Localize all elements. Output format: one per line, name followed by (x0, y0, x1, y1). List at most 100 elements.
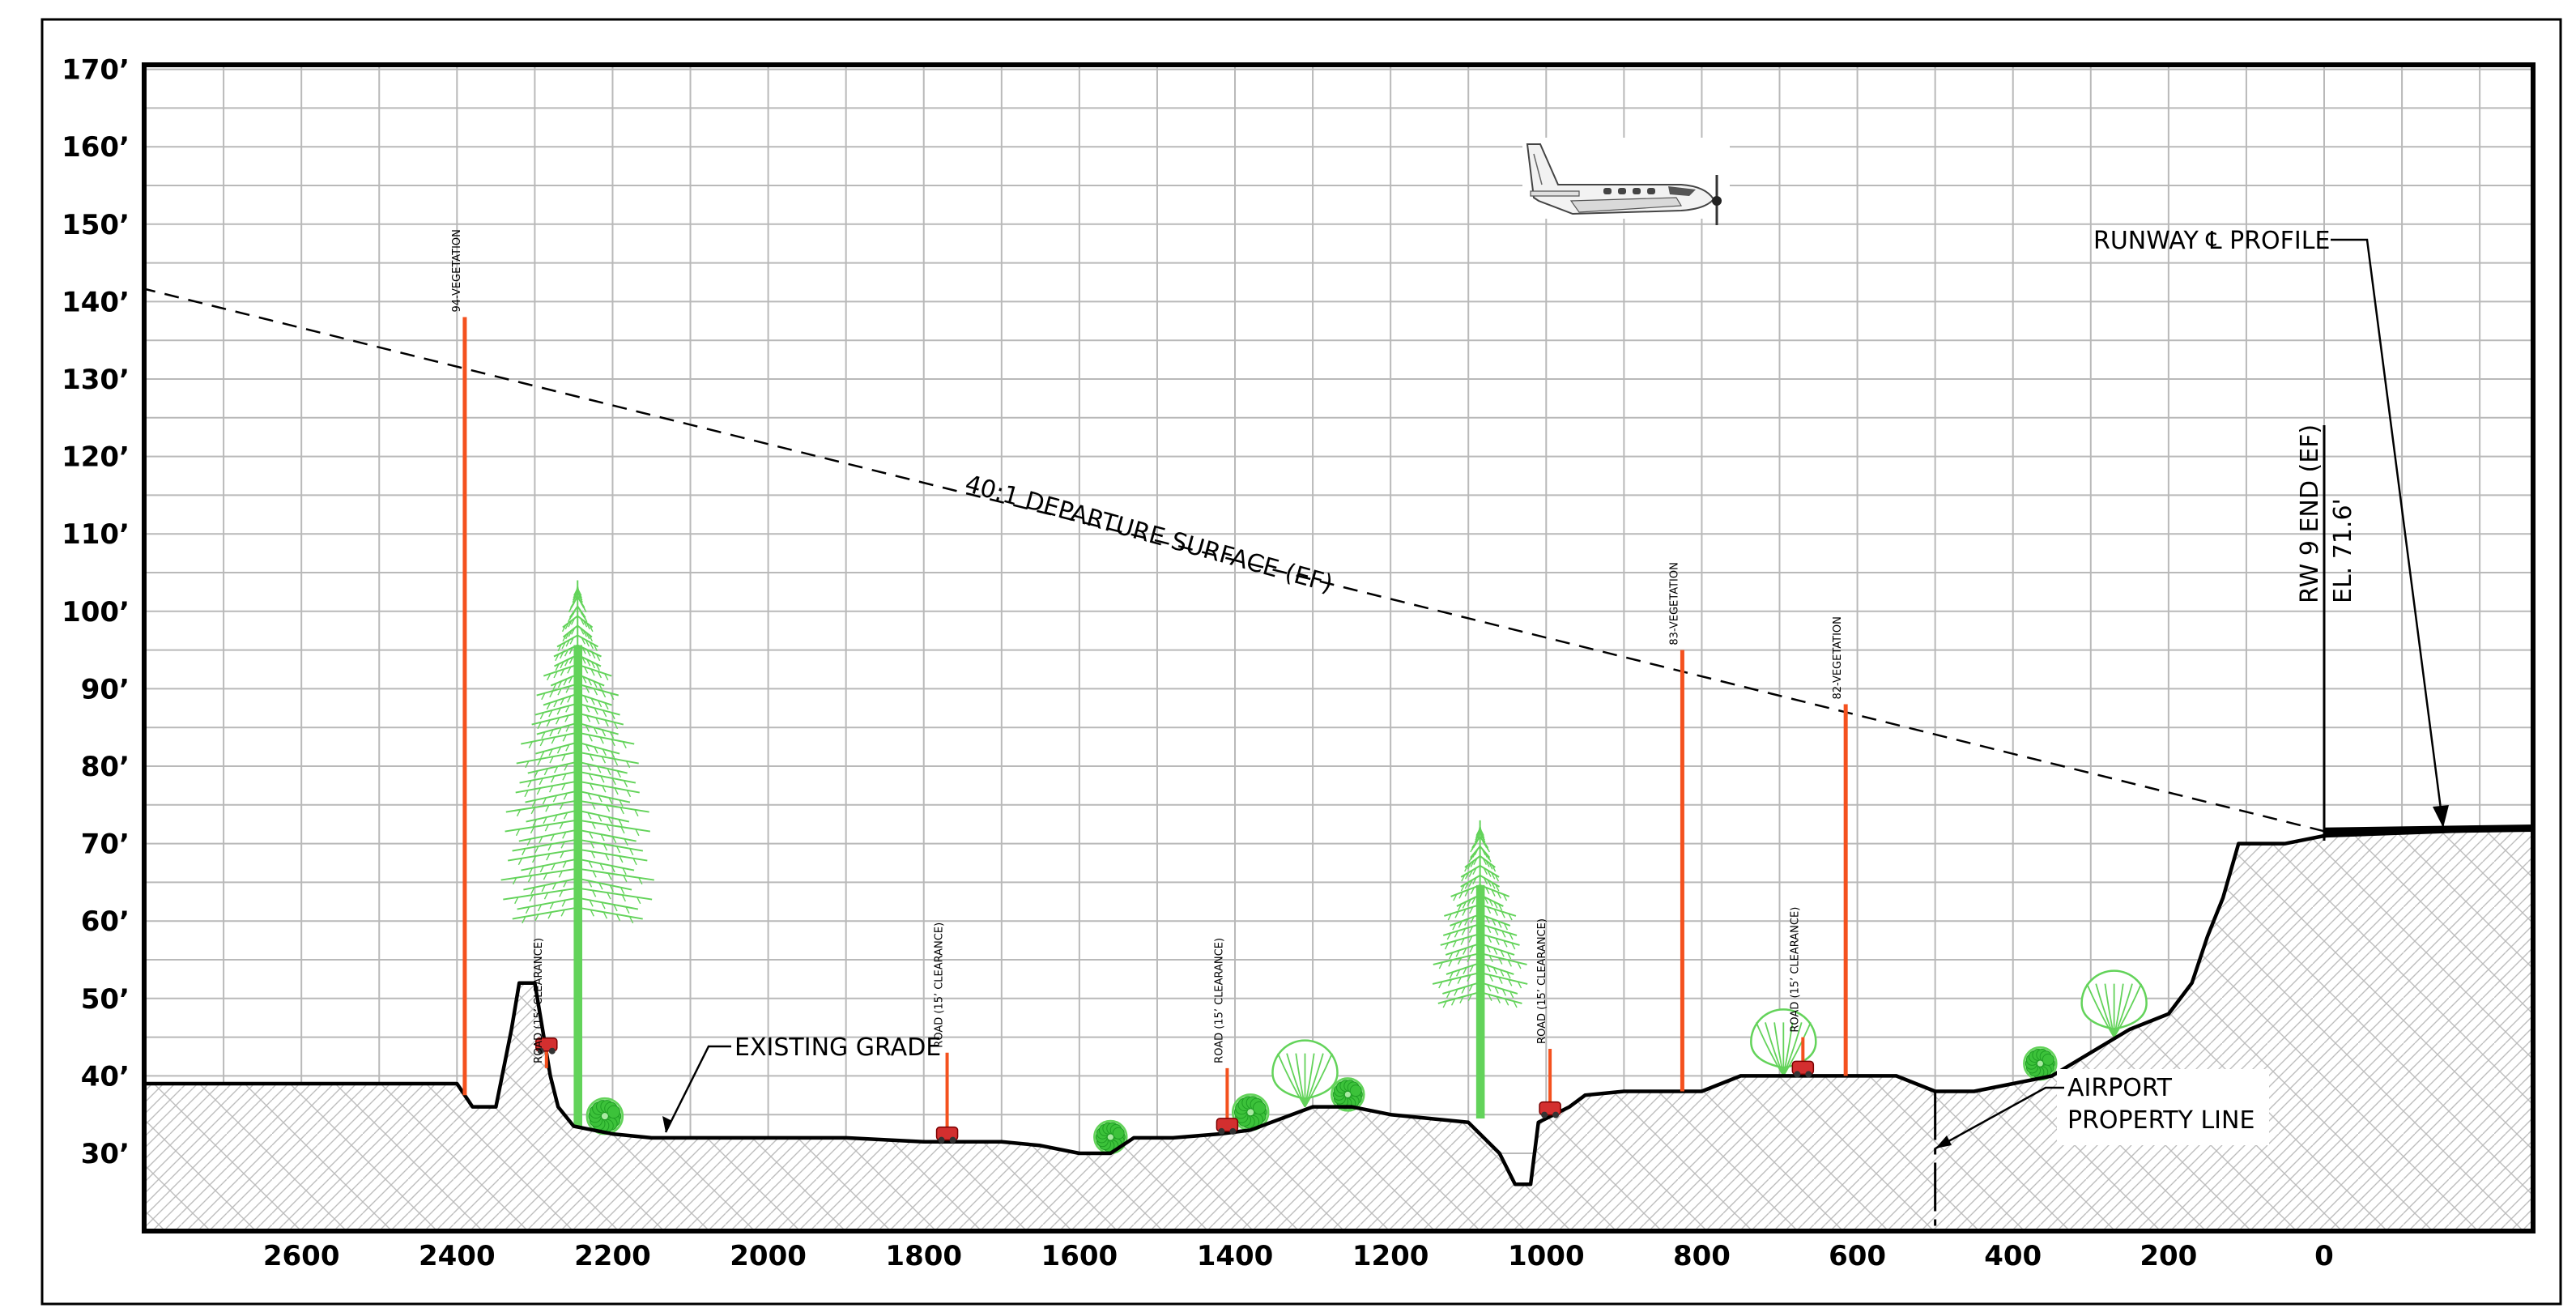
tree-needle (612, 836, 617, 844)
x-tick-label: 600 (1829, 1240, 1886, 1272)
tree-needle (530, 826, 535, 834)
tree-needle (1470, 853, 1475, 860)
tree-needle (562, 735, 567, 742)
tree-needle (615, 914, 621, 922)
airplane-icon (1522, 138, 1730, 225)
tree-needle (1487, 870, 1492, 877)
tree-needle (1493, 909, 1498, 916)
tree-needle (1462, 909, 1467, 916)
wheel-icon (1218, 1127, 1225, 1135)
tree-branch (534, 702, 620, 716)
tree-needle (600, 775, 605, 783)
tree-needle (599, 863, 604, 871)
tree-needle (585, 686, 590, 693)
tree-needle (1448, 960, 1453, 967)
tree-needle (1483, 850, 1488, 858)
tree-needle (598, 882, 603, 890)
tree-needle (581, 647, 586, 654)
tree-branch (507, 848, 648, 862)
tree-needle (593, 726, 598, 735)
tree-needle (549, 901, 554, 910)
tree-needle (570, 618, 576, 625)
tree-needle (586, 658, 591, 667)
tree-needle (596, 654, 601, 662)
tree-branch (1295, 1053, 1306, 1107)
tree-needle (565, 705, 570, 713)
tree-needle (577, 590, 582, 599)
tree-branch (1277, 1053, 1306, 1108)
tree-needle (554, 765, 559, 773)
tree-needle (562, 773, 567, 781)
tree-branch (1440, 932, 1520, 946)
x-tick-label: 200 (2140, 1240, 2197, 1272)
y-axis-ticks: 30’40’50’60’70’80’90’100’110’120’130’140… (62, 54, 130, 1170)
tree-needle (1488, 955, 1493, 963)
tree-needle (551, 863, 556, 871)
deciduous-tree (1750, 1008, 1817, 1076)
property-line-callout: AIRPORT PROPERTY LINE (1935, 1069, 2269, 1150)
tree-needle (1495, 938, 1500, 945)
tree-needle (1470, 860, 1475, 867)
tree-needle (565, 639, 570, 647)
tree-needle (601, 729, 607, 737)
tree-needle (530, 887, 535, 895)
tree-needle (620, 826, 625, 834)
tree-needle (622, 741, 627, 749)
tree-needle (546, 853, 551, 861)
obstruction-label: ROAD (15’ CLEARANCE) (934, 922, 946, 1048)
tree-needle (590, 910, 594, 917)
tree-needle (565, 725, 570, 732)
tree-needle (1469, 965, 1474, 973)
tree-needle (584, 696, 589, 703)
tree-branch (2086, 983, 2115, 1038)
x-tick-label: 2000 (730, 1240, 807, 1272)
tree-branch (505, 819, 651, 833)
tree-needle (1500, 950, 1505, 957)
wheel-icon (1541, 1111, 1548, 1118)
tree-needle (1496, 996, 1501, 1003)
tree-needle (541, 692, 546, 701)
tree-needle (583, 667, 589, 674)
wheel-icon (949, 1136, 956, 1144)
tree-needle (638, 877, 643, 885)
tree-needle (1495, 884, 1500, 892)
tree-needle (1488, 899, 1493, 906)
tree-needle (559, 890, 564, 897)
tree-needle (637, 897, 641, 905)
tree-needle (582, 605, 587, 613)
tree-branch (526, 809, 630, 823)
wheel-icon (1229, 1127, 1237, 1135)
runway-elevation-label: EL. 71.6' (2329, 498, 2357, 603)
tree-needle (582, 629, 587, 637)
tree-needle (1494, 928, 1499, 935)
tree-needle (1507, 960, 1512, 967)
tree-needle (548, 785, 554, 793)
tree-needle (528, 741, 533, 749)
tree-needle (1467, 863, 1472, 870)
tree-branch (543, 692, 612, 706)
tree-needle (1446, 932, 1451, 940)
tree-needle (1449, 971, 1454, 979)
tree-branch (505, 799, 649, 813)
tree-needle (578, 595, 583, 603)
tree-needle (572, 595, 577, 603)
tree-needle (590, 851, 596, 859)
tree-needle (557, 644, 562, 652)
tree-needle (1472, 877, 1477, 885)
tree-needle (561, 900, 566, 907)
tree-needle (585, 725, 590, 732)
tree-needle (1483, 877, 1488, 885)
tree-needle (626, 790, 632, 798)
tree-needle (552, 683, 557, 691)
tree-needle (1460, 884, 1466, 892)
tree-needle (541, 884, 546, 893)
tree-needle (590, 661, 596, 669)
tree-branch (518, 829, 637, 842)
tree-needle (1463, 948, 1467, 955)
tree-needle (591, 822, 596, 829)
tree-needle (1481, 848, 1486, 856)
y-tick-label: 170’ (62, 54, 130, 87)
tree-branch (1286, 1053, 1306, 1107)
x-tick-label: 1800 (885, 1240, 962, 1272)
